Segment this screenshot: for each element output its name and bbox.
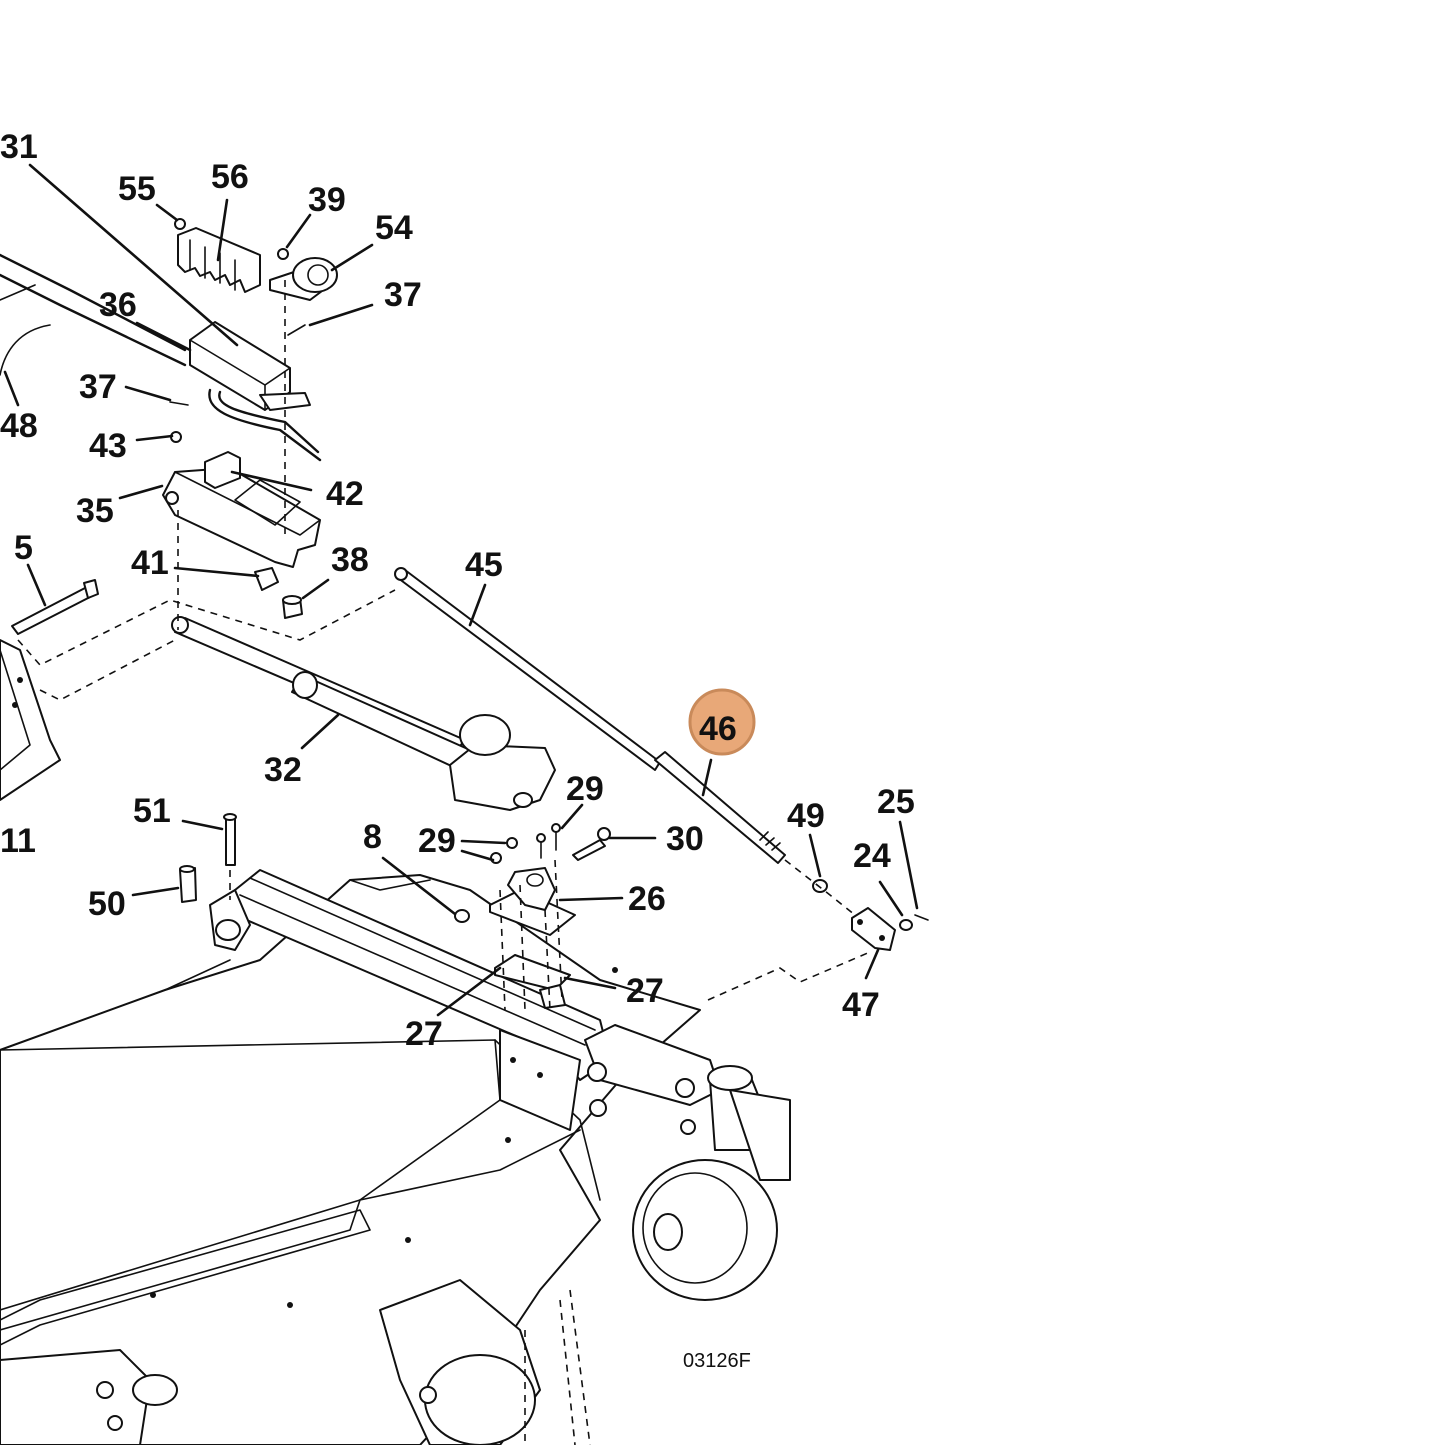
callout-30[interactable]: 30: [666, 820, 704, 858]
callout-29[interactable]: 29: [566, 770, 604, 808]
callout-31[interactable]: 31: [0, 128, 38, 166]
highlight-marker: [688, 688, 756, 756]
mower-deck: [0, 639, 791, 1445]
callout-54[interactable]: 54: [375, 209, 413, 247]
drawing-number: 03126F: [683, 1350, 751, 1372]
leader-lines: [3, 163, 919, 1017]
callout-43[interactable]: 43: [89, 427, 127, 465]
callout-48[interactable]: 48: [0, 407, 38, 445]
callout-39[interactable]: 39: [308, 181, 346, 219]
callout-5[interactable]: 5: [14, 529, 33, 567]
callout-27[interactable]: 27: [405, 1015, 443, 1053]
callout-8[interactable]: 8: [363, 818, 382, 856]
callout-32[interactable]: 32: [264, 751, 302, 789]
assembly-lines: [17, 280, 871, 1011]
callout-11[interactable]: 11: [0, 822, 36, 860]
callout-42[interactable]: 42: [326, 475, 364, 513]
callout-45[interactable]: 45: [465, 546, 503, 584]
callout-29[interactable]: 29: [418, 822, 456, 860]
callout-38[interactable]: 38: [331, 541, 369, 579]
callout-24[interactable]: 24: [853, 837, 891, 875]
callout-37[interactable]: 37: [384, 276, 422, 314]
callout-50[interactable]: 50: [88, 885, 126, 923]
callout-35[interactable]: 35: [76, 492, 114, 530]
callout-49[interactable]: 49: [787, 797, 825, 835]
callout-27[interactable]: 27: [626, 972, 664, 1010]
callout-26[interactable]: 26: [628, 880, 666, 918]
callout-labels: 31 55 56 39 54 37 36 37 48 43 42 35 5 41…: [0, 128, 915, 1053]
callout-55[interactable]: 55: [118, 170, 156, 208]
callout-47[interactable]: 47: [842, 986, 880, 1024]
callout-51[interactable]: 51: [133, 792, 171, 830]
callout-37[interactable]: 37: [79, 368, 117, 406]
callout-46[interactable]: 46: [699, 710, 737, 748]
callout-25[interactable]: 25: [877, 783, 915, 821]
callout-41[interactable]: 41: [131, 544, 169, 582]
callout-56[interactable]: 56: [211, 158, 249, 196]
upper-assembly: [0, 218, 929, 1009]
callout-36[interactable]: 36: [99, 286, 137, 324]
